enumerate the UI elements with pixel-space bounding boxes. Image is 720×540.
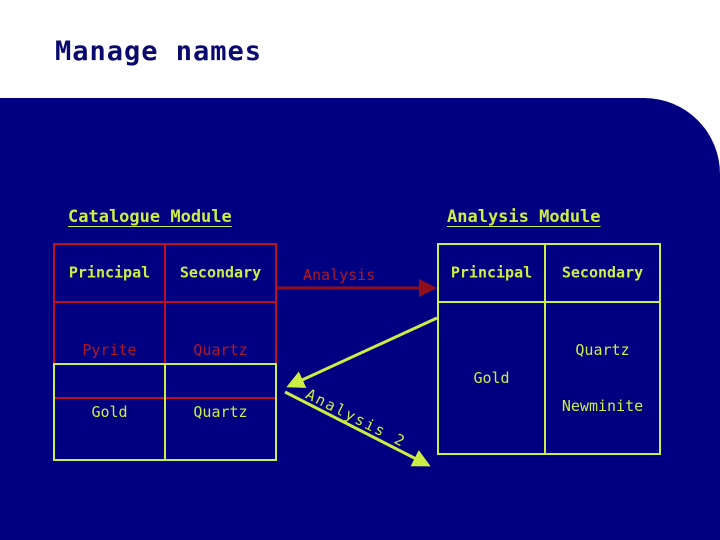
cell-secondary-value-line1: Quartz: [575, 340, 630, 359]
catalogue-module-heading: Catalogue Module: [68, 207, 232, 227]
cell-secondary-value: Quartz: [193, 340, 248, 359]
cell-secondary: Quartz Newminite: [544, 301, 661, 456]
cell-secondary-value-line2: Newminite: [561, 397, 644, 415]
cell-secondary-value: Quartz: [193, 402, 248, 421]
table-header-row: Principal Secondary: [437, 242, 661, 304]
cell-principal-value: Gold: [91, 402, 128, 421]
column-header-secondary: Secondary: [544, 242, 661, 304]
catalogue-table-highlight-row: Gold Quartz: [53, 363, 277, 461]
cell-secondary: Quartz: [164, 363, 277, 461]
page-title: Manage names: [55, 36, 263, 67]
column-header-principal: Principal: [437, 242, 546, 304]
column-header-principal-label: Principal: [68, 263, 151, 282]
cell-principal-value: Pyrite: [82, 340, 137, 359]
analysis-module-heading: Analysis Module: [447, 207, 601, 227]
cell-principal: Gold: [53, 363, 166, 461]
cell-principal-value: Gold: [473, 368, 510, 387]
column-header-secondary-label: Secondary: [561, 263, 644, 282]
table-header-row: Principal Secondary: [53, 242, 277, 304]
column-header-secondary-label: Secondary: [179, 263, 262, 282]
column-header-secondary: Secondary: [164, 242, 277, 304]
table-row[interactable]: Gold Quartz: [53, 363, 277, 461]
table-row[interactable]: Gold Quartz Newminite: [437, 301, 661, 456]
analysis-arrow-label: Analysis: [303, 266, 376, 284]
cell-principal: Gold: [437, 301, 546, 456]
analysis-table: Principal Secondary Gold Quartz Newminit…: [437, 242, 661, 456]
column-header-principal-label: Principal: [450, 263, 533, 282]
column-header-principal: Principal: [53, 242, 166, 304]
